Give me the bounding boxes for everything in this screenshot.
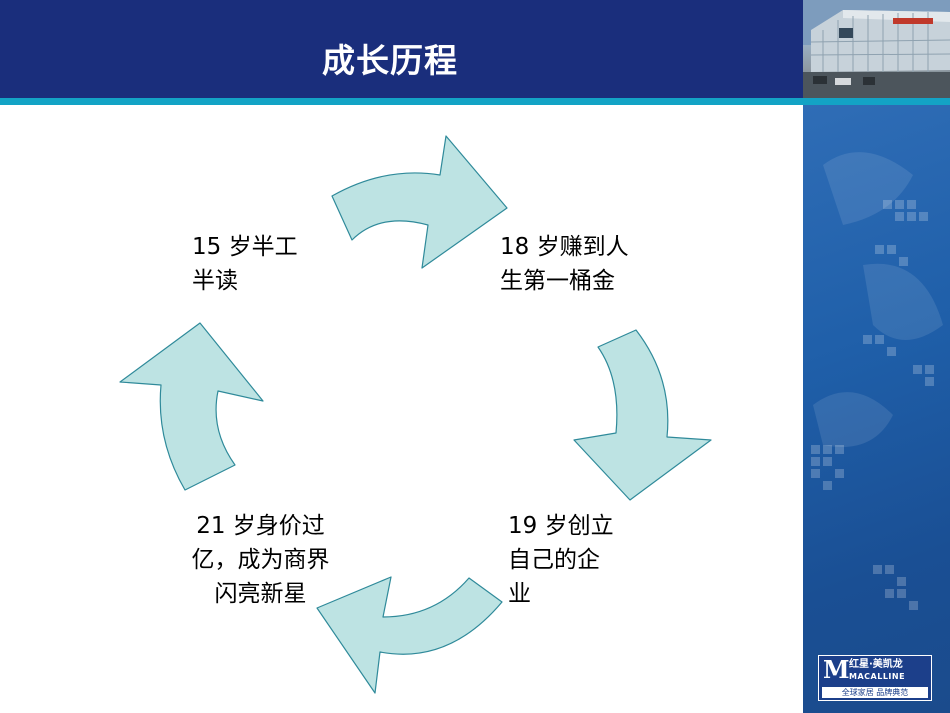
stage-label-line: 18 岁赚到人: [500, 234, 629, 260]
cycle-arrow-right: [573, 329, 712, 501]
accent-rule: [0, 98, 950, 105]
stage-label-age-19: 19 岁创立 自己的企 业: [508, 509, 648, 611]
logo-slogan: 全球家居 品牌典范: [822, 687, 928, 698]
building-photo: [803, 0, 950, 98]
logo-name-en: MACALLINE: [849, 672, 906, 681]
stage-label-line: 21 岁身价过: [196, 513, 325, 539]
cycle-arrow-bottom: [316, 576, 503, 694]
stage-label-line: 19 岁创立: [508, 513, 614, 539]
stage-label-age-21: 21 岁身价过 亿，成为商界 闪亮新星: [168, 509, 353, 611]
slide-title: 成长历程: [322, 41, 458, 80]
stage-label-age-15: 15 岁半工 半读: [192, 230, 332, 298]
stage-label-line: 亿，成为商界: [191, 547, 330, 573]
stage-label-line: 生第一桶金: [500, 268, 615, 294]
cycle-arrow-left: [119, 322, 264, 491]
title-bar: 成长历程: [0, 0, 803, 98]
cycle-arrow-top: [331, 135, 508, 269]
side-decoration-panel: [803, 105, 950, 713]
stage-label-age-18: 18 岁赚到人 生第一桶金: [500, 230, 660, 298]
stage-label-line: 闪亮新星: [214, 581, 307, 607]
stage-label-line: 半读: [192, 268, 238, 294]
stage-label-line: 自己的企: [508, 547, 600, 573]
logo-mark: M: [823, 655, 850, 684]
stage-label-line: 业: [508, 581, 531, 607]
cycle-diagram: [119, 135, 712, 694]
company-logo: M 红星·美凯龙 MACALLINE 全球家居 品牌典范: [818, 655, 932, 701]
logo-name-cn: 红星·美凯龙: [849, 659, 903, 670]
stage-label-line: 15 岁半工: [192, 234, 298, 260]
